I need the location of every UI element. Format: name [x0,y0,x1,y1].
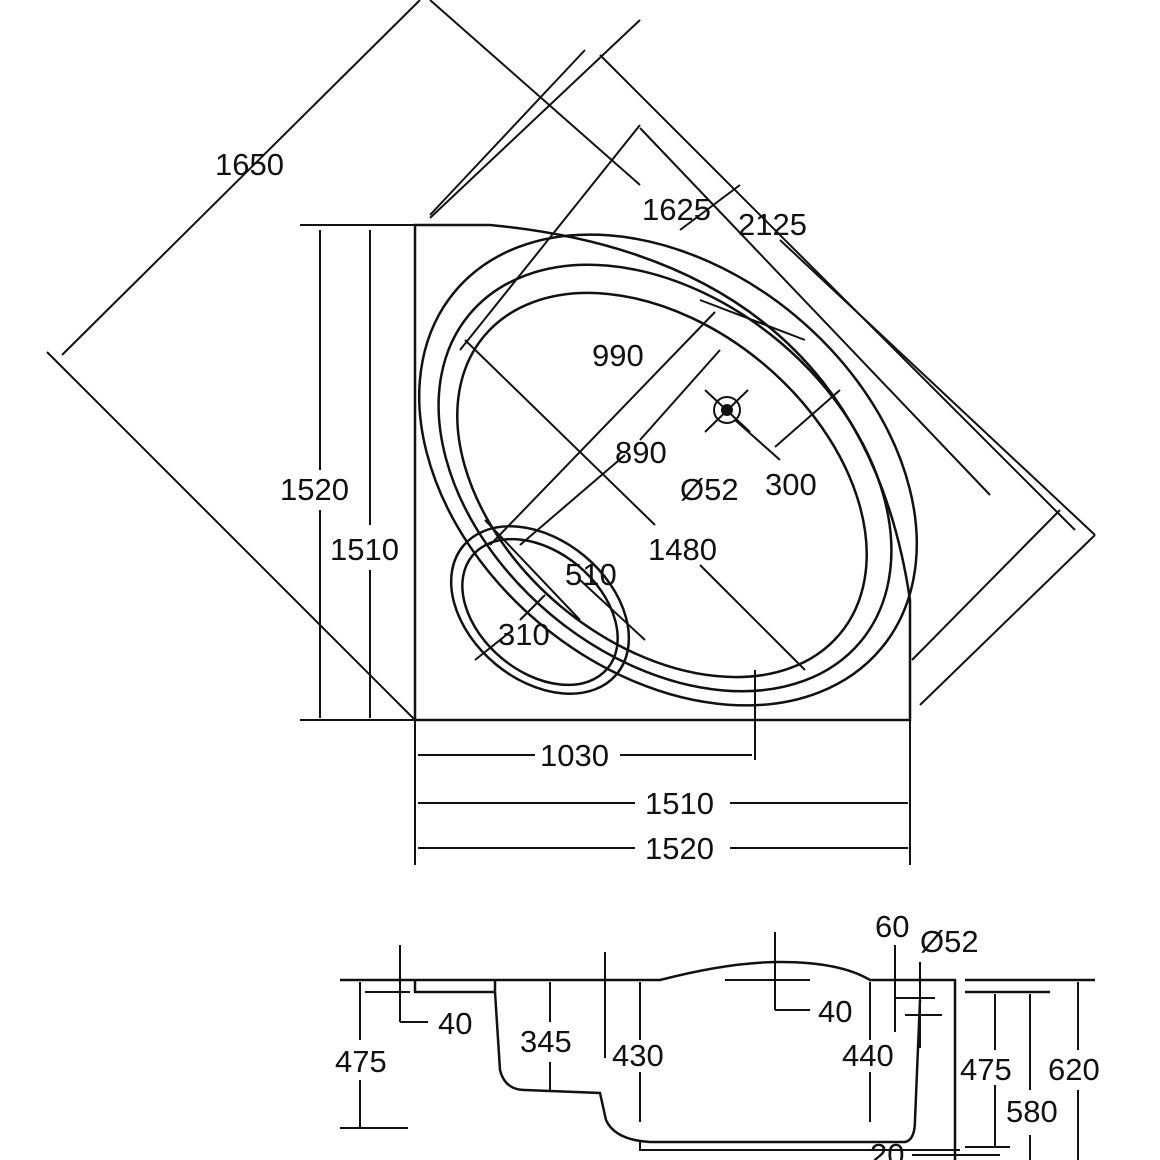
dim-1480: 1480 [648,532,717,567]
rim-inner-ellipse [437,263,893,693]
dim-rim-40-mid: 40 [818,994,852,1029]
section-dimension-lines [340,932,1079,1160]
dim-rim-40-left: 40 [438,1006,472,1041]
dim-width-1520: 1520 [645,831,714,866]
dim-width-1510: 1510 [645,786,714,821]
dim-510: 510 [565,557,617,592]
dim-1030: 1030 [540,738,609,773]
section-view: 40 475 345 430 40 440 60 Ø52 475 580 620… [335,909,1100,1160]
dim-height-1520: 1520 [280,472,349,507]
dim-345: 345 [520,1024,572,1059]
dim-height-1510: 1510 [330,532,399,567]
dim-20: 20 [870,1137,904,1160]
seat-ellipse-outer [449,525,631,695]
dim-990: 990 [592,338,644,373]
dim-overflow-diameter: Ø52 [920,924,979,959]
dim-2125: 2125 [738,207,807,242]
dim-height-475-right: 475 [960,1052,1012,1087]
dim-height-475-left: 475 [335,1044,387,1079]
tub-profile [340,960,1095,1160]
basin-ellipse [456,291,868,679]
dim-890: 890 [615,435,667,470]
dim-310: 310 [498,617,550,652]
tub-base [639,1142,960,1151]
dim-1650: 1650 [215,147,284,182]
dim-1625: 1625 [642,192,711,227]
drain-icon [704,389,751,433]
dim-60: 60 [875,909,909,944]
dim-580: 580 [1006,1094,1058,1129]
dimension-lines [46,0,1096,865]
tub-outline [413,223,912,722]
seat-ellipse-inner [461,537,619,687]
dim-drain-diameter: Ø52 [680,472,739,507]
dim-300: 300 [765,467,817,502]
dim-430: 430 [612,1038,664,1073]
rim-outer-ellipse [417,233,919,707]
dim-620: 620 [1048,1052,1100,1087]
plan-view: 1650 1625 2125 990 890 Ø52 300 1480 510 … [46,0,1096,866]
dim-440: 440 [842,1038,894,1073]
